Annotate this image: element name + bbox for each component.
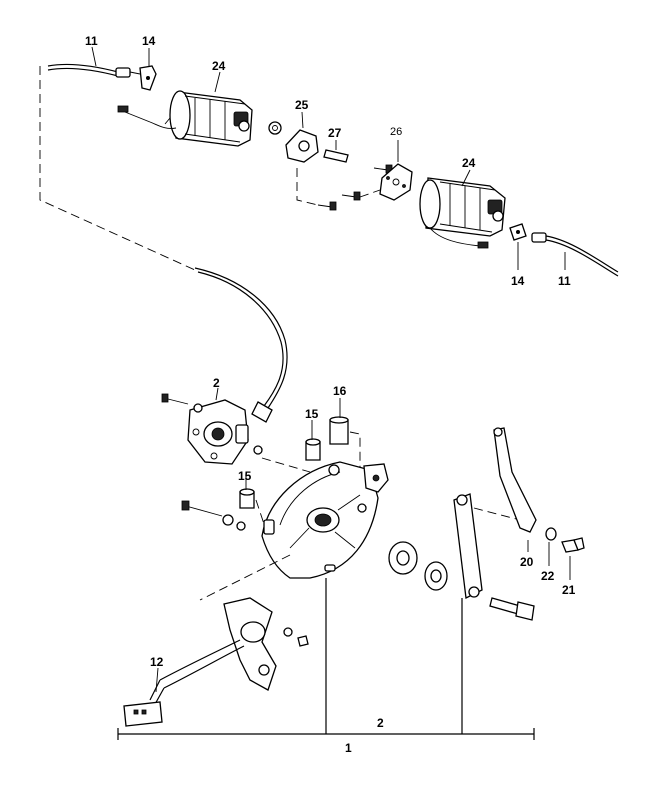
bolt-lever	[489, 597, 535, 621]
disc-25	[285, 129, 319, 163]
callout-22: 22	[541, 569, 555, 583]
main-plate	[261, 461, 389, 579]
clip-14-right	[509, 223, 527, 241]
callout-20: 20	[520, 555, 534, 569]
callout-25: 25	[295, 98, 309, 112]
washer-medium	[424, 561, 448, 591]
callout-26: 26	[390, 126, 402, 138]
callout-15-top: 15	[305, 407, 319, 421]
clip-14-left	[139, 65, 157, 91]
cable-right-11	[531, 232, 619, 277]
callout-24-right: 24	[462, 156, 476, 170]
callout-11-left: 11	[85, 34, 98, 48]
nut	[268, 121, 282, 135]
callout-16: 16	[333, 384, 347, 398]
spacer-15-top	[305, 438, 321, 461]
callout-1-bracket: 1	[345, 741, 352, 755]
callout-15-left: 15	[238, 469, 252, 483]
callout-14-right: 14	[511, 274, 525, 288]
lever	[453, 493, 483, 599]
bolt-2	[161, 393, 203, 413]
arm-20	[493, 427, 537, 533]
callout-27: 27	[328, 126, 342, 140]
callout-14-left: 14	[142, 34, 156, 48]
bracket-12	[123, 597, 277, 727]
cable-left-11	[47, 63, 141, 78]
callout-2-small: 2	[213, 376, 220, 390]
spacer-16	[329, 416, 349, 445]
washer-large	[388, 541, 418, 575]
callout-11-right: 11	[558, 274, 571, 288]
main-cable	[194, 267, 288, 423]
pin-27	[323, 149, 349, 163]
spacer-15-left	[239, 488, 255, 509]
callout-24-left: 24	[212, 59, 226, 73]
motor-24-left	[117, 90, 253, 147]
callout-2-bracket: 2	[377, 716, 384, 730]
motor-24-right	[419, 177, 506, 249]
callout-21: 21	[562, 583, 576, 597]
housing-2	[187, 399, 249, 465]
flange-plate-26	[379, 163, 413, 201]
bolt-12	[283, 627, 309, 647]
bolt-left	[181, 500, 246, 531]
bolt-21	[561, 537, 585, 553]
callout-12: 12	[150, 655, 164, 669]
washer-22	[545, 527, 557, 541]
bracket-lines	[117, 578, 535, 740]
